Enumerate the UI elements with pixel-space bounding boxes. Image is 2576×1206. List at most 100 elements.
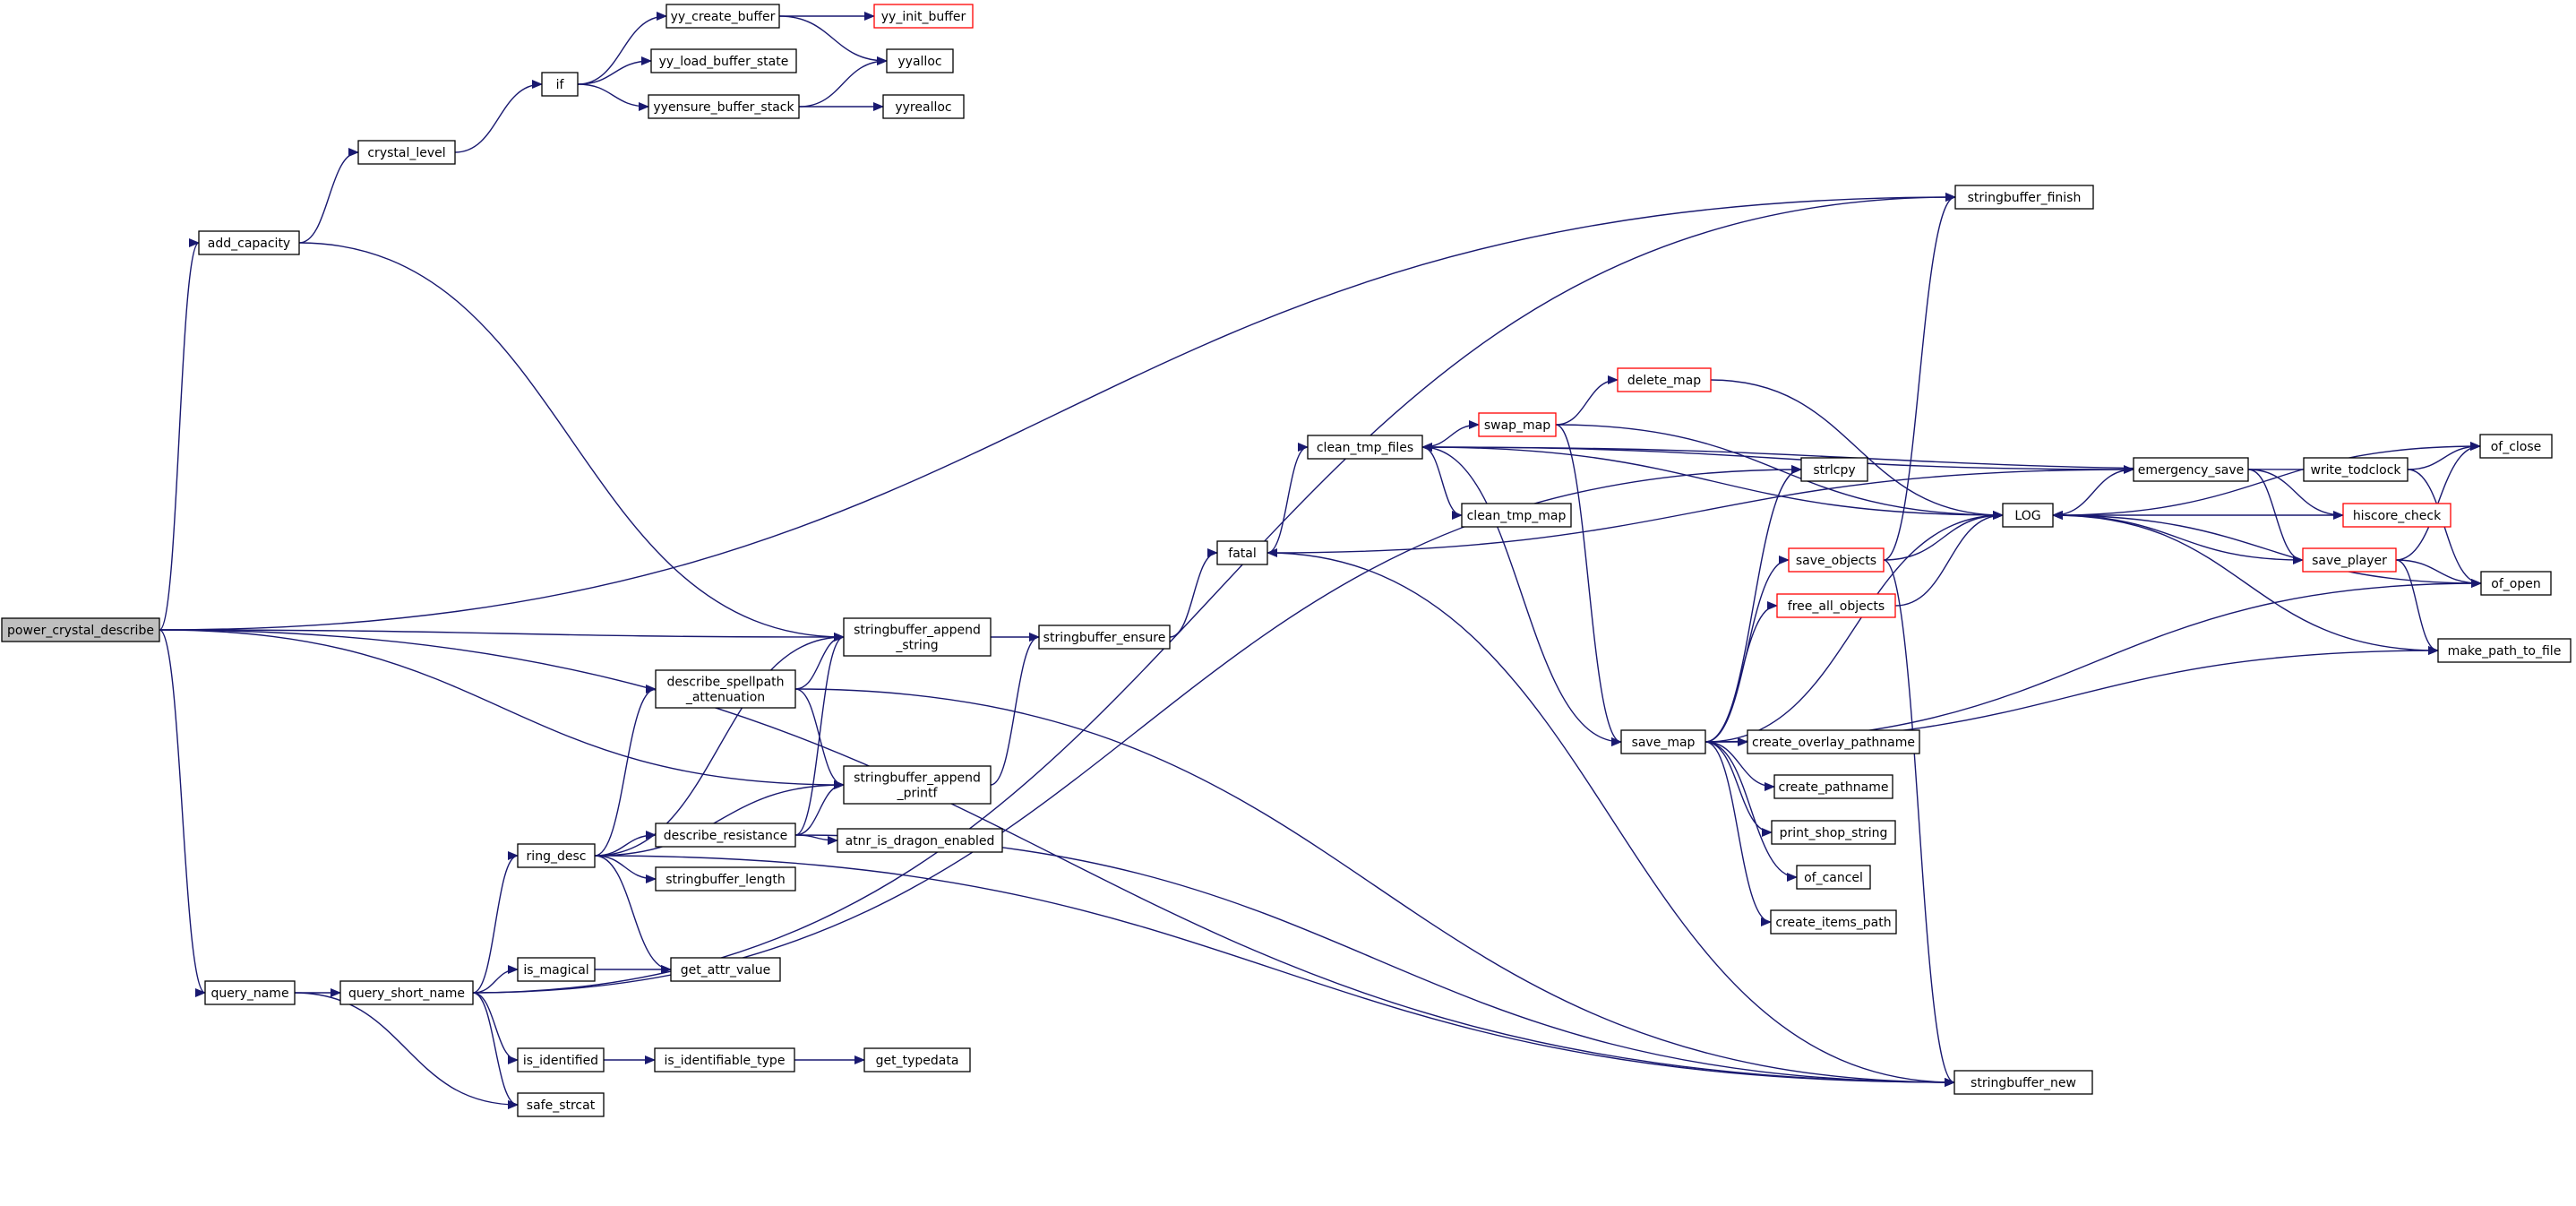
edge-save_map-to-create_items_path: [1704, 741, 1772, 926]
node-atnr_is_dragon_enabled[interactable]: atnr_is_dragon_enabled: [837, 828, 1003, 853]
node-create_pathname[interactable]: create_pathname: [1773, 774, 1893, 799]
node-stringbuffer_finish[interactable]: stringbuffer_finish: [1954, 185, 2094, 210]
edge-if-to-yyensure_buffer_stack: [577, 83, 649, 111]
node-box: [2303, 457, 2409, 482]
edge-ring_desc-to-stringbuffer_new: [594, 855, 1955, 1087]
node-label: swap_map: [1484, 418, 1550, 433]
node-of_open[interactable]: of_open: [2480, 571, 2552, 596]
node-is_magical[interactable]: is_magical: [517, 957, 596, 982]
node-power_crystal_describe[interactable]: power_crystal_describe: [1, 617, 160, 642]
node-emergency_save[interactable]: emergency_save: [2133, 457, 2249, 482]
node-clean_tmp_files[interactable]: clean_tmp_files: [1307, 435, 1423, 460]
edge-save_player-to-make_path_to_file: [2395, 559, 2439, 655]
node-save_player[interactable]: save_player: [2302, 547, 2397, 573]
edge-ring_desc-to-get_attr_value: [594, 855, 672, 974]
node-label: _printf: [897, 787, 939, 801]
edge-of_open-to-LOG: [2052, 511, 2482, 584]
node-swap_map[interactable]: swap_map: [1478, 412, 1557, 437]
node-box: [2479, 434, 2553, 459]
node-label: stringbuffer_new: [1971, 1076, 2076, 1090]
node-box: [1617, 367, 1712, 392]
node-stringbuffer_append_printf[interactable]: stringbuffer_append_printf: [843, 765, 992, 805]
edge-save_objects-to-stringbuffer_finish: [1883, 193, 1956, 561]
node-safe_strcat[interactable]: safe_strcat: [517, 1092, 605, 1117]
node-ring_desc[interactable]: ring_desc: [517, 843, 596, 868]
node-yyalloc[interactable]: yyalloc: [886, 48, 954, 73]
node-is_identified[interactable]: is_identified: [517, 1047, 605, 1072]
node-box: [843, 617, 992, 657]
node-add_capacity[interactable]: add_capacity: [198, 230, 300, 255]
node-box: [517, 1092, 605, 1117]
node-LOG[interactable]: LOG: [2002, 503, 2054, 528]
node-box: [1216, 540, 1268, 565]
node-delete_map[interactable]: delete_map: [1617, 367, 1712, 392]
node-describe_resistance[interactable]: describe_resistance: [655, 823, 796, 848]
node-box: [1771, 820, 1896, 845]
node-crystal_level[interactable]: crystal_level: [357, 140, 456, 165]
node-make_path_to_file[interactable]: make_path_to_file: [2437, 638, 2572, 663]
node-box: [655, 669, 796, 709]
node-stringbuffer_new[interactable]: stringbuffer_new: [1953, 1070, 2093, 1095]
edge-query_short_name-to-is_magical: [472, 965, 519, 994]
node-label: of_cancel: [1804, 871, 1863, 885]
node-yy_init_buffer[interactable]: yy_init_buffer: [873, 4, 974, 29]
node-label: stringbuffer_ensure: [1043, 631, 1166, 645]
node-label: write_todclock: [2310, 463, 2401, 478]
node-save_map[interactable]: save_map: [1620, 729, 1706, 754]
node-box: [1770, 909, 1897, 935]
node-fatal[interactable]: fatal: [1216, 540, 1268, 565]
node-box: [517, 957, 596, 982]
node-write_todclock[interactable]: write_todclock: [2303, 457, 2409, 482]
node-get_attr_value[interactable]: get_attr_value: [670, 957, 781, 982]
node-query_short_name[interactable]: query_short_name: [339, 980, 474, 1005]
node-box: [2002, 503, 2054, 528]
node-hiscore_check[interactable]: hiscore_check: [2342, 503, 2451, 528]
node-get_typedata[interactable]: get_typedata: [863, 1047, 971, 1072]
node-stringbuffer_append_string[interactable]: stringbuffer_append_string: [843, 617, 992, 657]
node-yyrealloc[interactable]: yyrealloc: [882, 94, 965, 119]
node-of_close[interactable]: of_close: [2479, 434, 2553, 459]
node-label: get_attr_value: [681, 963, 771, 978]
node-box: [541, 72, 579, 97]
node-save_objects[interactable]: save_objects: [1788, 547, 1885, 573]
node-label: stringbuffer_append: [854, 771, 981, 786]
node-label: safe_strcat: [527, 1098, 596, 1113]
node-label: _attenuation: [685, 691, 765, 705]
node-label: yy_init_buffer: [881, 10, 966, 24]
node-label: atnr_is_dragon_enabled: [846, 834, 995, 849]
node-create_overlay_pathname[interactable]: create_overlay_pathname: [1747, 729, 1920, 754]
edge-query_short_name-to-strlcpy: [472, 465, 1802, 994]
node-strlcpy[interactable]: strlcpy: [1800, 457, 1868, 482]
node-box: [648, 94, 800, 119]
node-is_identifiable_type[interactable]: is_identifiable_type: [654, 1047, 795, 1072]
edge-describe_resistance-to-stringbuffer_new: [794, 834, 1955, 1087]
edge-save_map-to-make_path_to_file: [1704, 646, 2439, 743]
node-yy_load_buffer_state[interactable]: yy_load_buffer_state: [650, 48, 797, 73]
node-label: query_name: [210, 986, 288, 1001]
node-box: [1776, 593, 1896, 618]
node-stringbuffer_length[interactable]: stringbuffer_length: [655, 866, 796, 892]
edge-power_crystal_describe-to-stringbuffer_append_printf: [159, 629, 845, 789]
node-stringbuffer_ensure[interactable]: stringbuffer_ensure: [1038, 625, 1171, 650]
node-box: [886, 48, 954, 73]
node-create_items_path[interactable]: create_items_path: [1770, 909, 1897, 935]
edge-make_path_to_file-to-LOG: [2052, 511, 2439, 651]
edge-query_short_name-to-is_identified: [472, 992, 519, 1064]
node-label: save_player: [2312, 554, 2387, 568]
node-describe_spellpath_attenuation[interactable]: describe_spellpath_attenuation: [655, 669, 796, 709]
node-query_name[interactable]: query_name: [204, 980, 296, 1005]
node-box: [837, 828, 1003, 853]
edge-save_player-to-of_open: [2395, 559, 2482, 588]
node-clean_tmp_map[interactable]: clean_tmp_map: [1461, 503, 1572, 528]
node-label: stringbuffer_length: [665, 873, 786, 887]
node-yyensure_buffer_stack[interactable]: yyensure_buffer_stack: [648, 94, 800, 119]
node-box: [1461, 503, 1572, 528]
node-free_all_objects[interactable]: free_all_objects: [1776, 593, 1896, 618]
edge-save_objects-to-stringbuffer_new: [1883, 559, 1955, 1087]
edge-add_capacity-to-crystal_level: [298, 148, 359, 244]
node-if[interactable]: if: [541, 72, 579, 97]
node-label: ring_desc: [527, 849, 587, 864]
node-of_cancel[interactable]: of_cancel: [1796, 865, 1871, 890]
node-print_shop_string[interactable]: print_shop_string: [1771, 820, 1896, 845]
node-yy_create_buffer[interactable]: yy_create_buffer: [665, 4, 780, 29]
